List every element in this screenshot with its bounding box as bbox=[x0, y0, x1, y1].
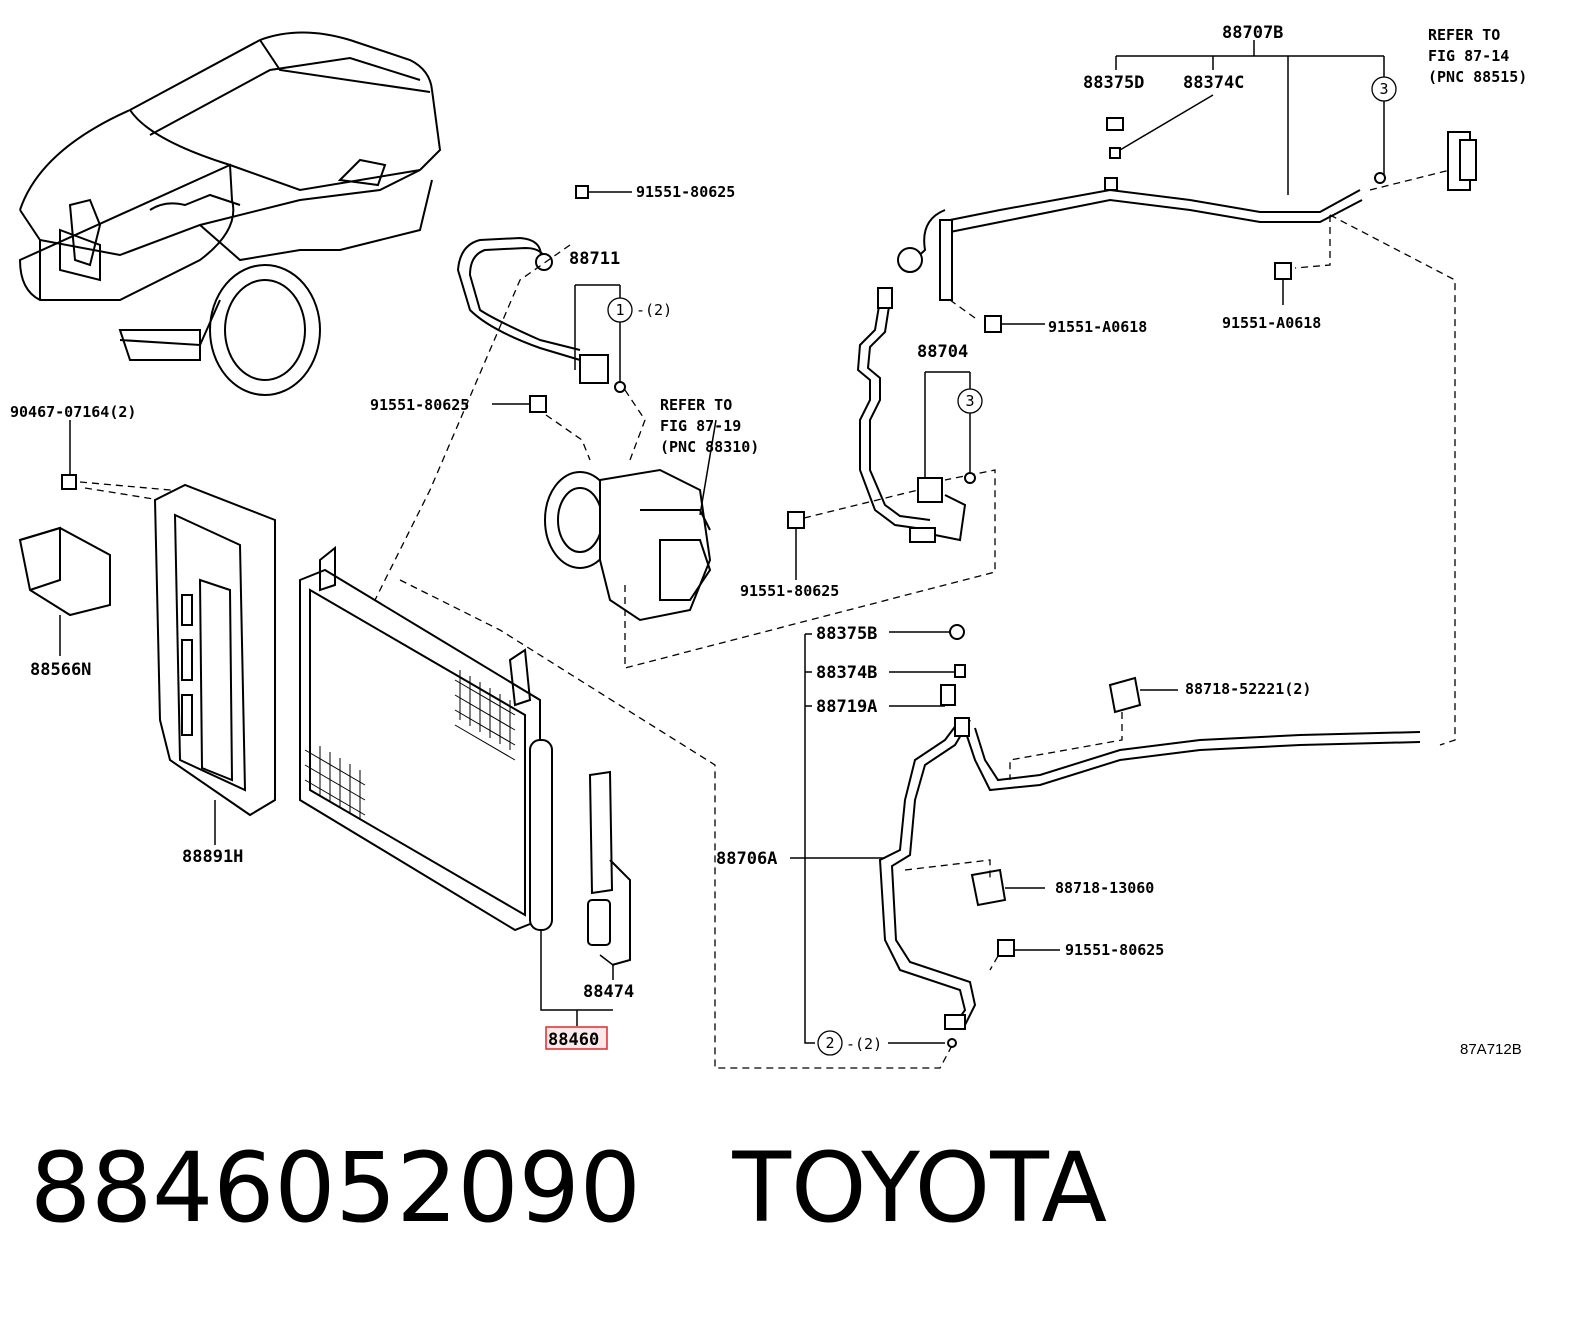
label-88474[interactable]: 88474 bbox=[583, 982, 634, 1002]
callout-circle-3a bbox=[1371, 76, 1397, 102]
callout-circle-3b bbox=[957, 388, 983, 414]
label-88891h[interactable]: 88891H bbox=[182, 847, 243, 867]
callout-3a-number: 3 bbox=[1379, 80, 1388, 98]
label-bolt-91551-80625-top[interactable]: 91551-80625 bbox=[636, 183, 735, 201]
part-number: 8846052090 bbox=[30, 1132, 641, 1244]
label-clamp-88718-13060[interactable]: 88718-13060 bbox=[1055, 879, 1154, 897]
callout-3b-number: 3 bbox=[965, 392, 974, 410]
callout-circle-2 bbox=[817, 1030, 843, 1056]
label-clamp-88718-52221[interactable]: 88718-52221(2) bbox=[1185, 680, 1311, 698]
pipe-88704-group bbox=[787, 287, 976, 580]
label-88375b[interactable]: 88375B bbox=[816, 624, 877, 644]
label-88566n[interactable]: 88566N bbox=[30, 660, 91, 680]
label-88374c[interactable]: 88374C bbox=[1183, 73, 1244, 93]
refer-fig-87-14-line3: (PNC 88515) bbox=[1428, 68, 1527, 86]
label-88719a[interactable]: 88719A bbox=[816, 697, 877, 717]
label-88707b[interactable]: 88707B bbox=[1222, 23, 1283, 43]
label-88375d[interactable]: 88375D bbox=[1083, 73, 1144, 93]
highlight-box-88460 bbox=[545, 1026, 608, 1050]
pipe-88707b-group bbox=[897, 40, 1477, 746]
label-88711[interactable]: 88711 bbox=[569, 249, 620, 269]
part-caption: 8846052090 TOYOTA bbox=[30, 1140, 1107, 1236]
left-parts-group bbox=[18, 420, 276, 845]
diagram-code: 87A712B bbox=[1460, 1041, 1522, 1058]
condenser-88460 bbox=[299, 545, 956, 1069]
label-bolt-91551-80625-88704[interactable]: 91551-80625 bbox=[740, 582, 839, 600]
pipe-88706a-group bbox=[790, 624, 1421, 1048]
vehicle-illustration bbox=[18, 31, 442, 396]
refer-fig-87-19-line2: FIG 87-19 bbox=[660, 417, 741, 435]
label-bolt-91551-80625-mid[interactable]: 91551-80625 bbox=[370, 396, 469, 414]
callout-circle-1 bbox=[607, 297, 633, 323]
label-88460[interactable]: 88460 bbox=[548, 1030, 599, 1050]
brand-name: TOYOTA bbox=[732, 1132, 1108, 1244]
callout-circles: 1 3 3 2 bbox=[607, 76, 1397, 1056]
label-88704[interactable]: 88704 bbox=[917, 342, 968, 362]
label-88706a[interactable]: 88706A bbox=[716, 849, 777, 869]
label-bolt-91551-a0618-mid[interactable]: 91551-A0618 bbox=[1048, 318, 1147, 336]
refer-fig-87-19-line3: (PNC 88310) bbox=[660, 438, 759, 456]
callout-2-number: 2 bbox=[825, 1034, 834, 1052]
label-bolt-91551-a0618-right[interactable]: 91551-A0618 bbox=[1222, 314, 1321, 332]
hose-88711-group bbox=[369, 185, 996, 669]
refer-fig-87-14-line1: REFER TO bbox=[1428, 26, 1500, 44]
label-clip-90467-07164[interactable]: 90467-07164(2) bbox=[10, 403, 136, 421]
callout-1-number: 1 bbox=[615, 301, 624, 319]
label-88374b[interactable]: 88374B bbox=[816, 663, 877, 683]
refer-fig-87-14-line2: FIG 87-14 bbox=[1428, 47, 1509, 65]
label-bolt-91551-80625-bottom[interactable]: 91551-80625 bbox=[1065, 941, 1164, 959]
qty-label-2: -(2) bbox=[846, 1035, 882, 1053]
refer-fig-87-19-line1: REFER TO bbox=[660, 396, 732, 414]
qty-label-1: -(2) bbox=[636, 301, 672, 319]
part-labels: 88707B 88375D 88374C REFER TO FIG 87-14 … bbox=[10, 23, 1527, 1058]
